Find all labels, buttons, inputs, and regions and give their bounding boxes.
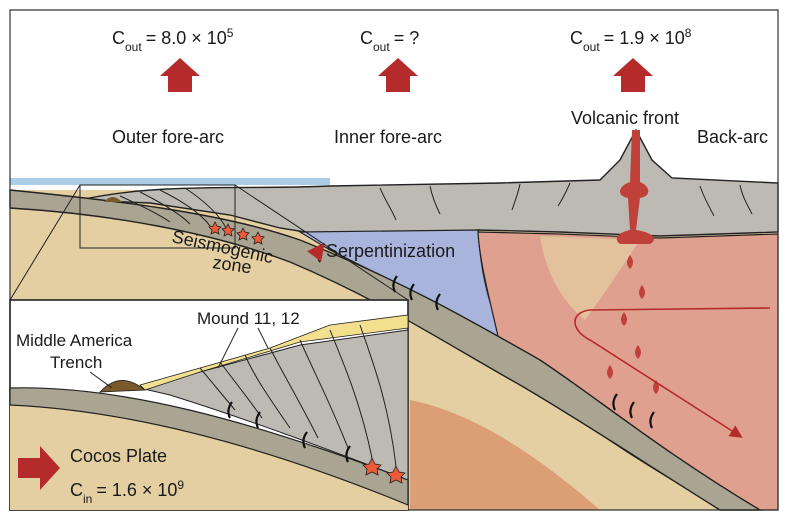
inset-fluid-arrows (227, 401, 351, 463)
mantle-lobe (540, 236, 640, 320)
oceanic-lithosphere (410, 400, 600, 510)
label-serpentinization: Serpentinization (326, 241, 455, 261)
plate-motion-arrow (18, 446, 60, 490)
label-inner-fore-arc: Inner fore-arc (334, 127, 442, 147)
output-arrow-inner (378, 58, 418, 92)
output-arrows (160, 58, 653, 92)
trench-mound-small (104, 197, 122, 202)
fault-lines (119, 182, 753, 229)
flux-label-volcanic: Cout= 1.9 × 108 (570, 26, 692, 54)
inset-faults (199, 324, 397, 467)
zoom-line-left (9, 184, 81, 301)
flux-label-outer: Cout= 8.0 × 105 (112, 26, 234, 54)
label-cocos-plate: Cocos Plate (70, 446, 167, 466)
output-arrow-volcanic (613, 58, 653, 92)
label-trench-line1: Middle America (16, 331, 133, 350)
mantle-flow-arrow (574, 307, 771, 438)
flux-label-inner: Cout= ? (360, 28, 419, 54)
inset-sediment (139, 314, 409, 391)
inset-trench-mound (99, 380, 147, 393)
magma-conduit (616, 130, 655, 244)
mound-leader-lines (217, 327, 269, 369)
zoom-line-right (234, 184, 409, 301)
flux-label-input: Cin= 1.6 × 109 (70, 478, 184, 506)
label-back-arc: Back-arc (697, 127, 768, 147)
trench-leader-line (89, 371, 113, 389)
label-volcanic-front: Volcanic front (571, 108, 679, 128)
inset-slab (9, 387, 409, 506)
fluid-arrows (307, 242, 655, 429)
zoom-box (79, 184, 236, 249)
seismogenic-stars (208, 221, 265, 245)
inset-mantle (10, 405, 408, 510)
inset-panel (9, 299, 409, 511)
output-arrow-outer (160, 58, 200, 92)
ocean (10, 178, 330, 185)
inset-stars (362, 457, 406, 484)
label-trench-line2: Trench (50, 353, 102, 372)
label-outer-fore-arc: Outer fore-arc (112, 127, 224, 147)
label-mound: Mound 11, 12 (197, 309, 300, 328)
